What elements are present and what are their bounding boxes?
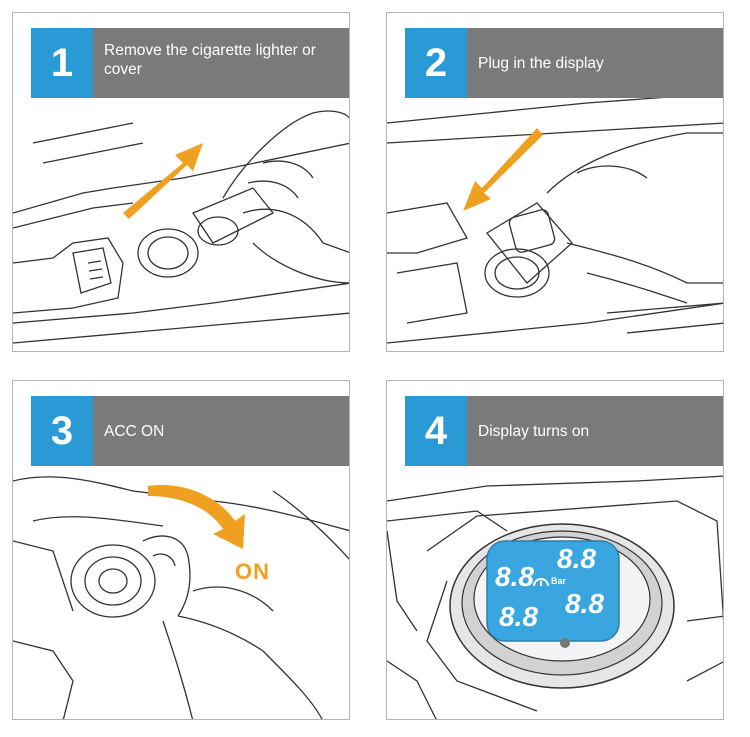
display-readout: 8.8 8.8 8.8 8.8 Bar (495, 543, 604, 632)
display-screen (486, 540, 620, 642)
step-4-panel: 8.8 8.8 8.8 8.8 Bar 4 Display turns on (386, 380, 724, 720)
remove-lighter-illustration (13, 110, 349, 344)
acc-on-illustration (13, 420, 349, 719)
step-title: Display turns on (478, 422, 590, 440)
curved-arrow-icon (148, 485, 245, 549)
step-title: Remove the cigarette lighter or cover (104, 42, 316, 78)
display-digits-top-right: 8.8 (557, 543, 596, 574)
display-digits-top-left: 8.8 (495, 561, 534, 592)
step-title: ACC ON (104, 422, 165, 440)
step-number: 1 (31, 28, 93, 98)
down-arrow-icon (463, 128, 543, 211)
step-4-header: 4 Display turns on (405, 396, 723, 466)
up-arrow-icon (123, 143, 203, 219)
step-number: 3 (31, 396, 93, 466)
tire-pressure-icon (533, 578, 549, 587)
display-digits-bottom-right: 8.8 (565, 588, 604, 619)
step-1-panel: 1 Remove the cigarette lighter or cover (12, 12, 350, 352)
step-number: 4 (405, 396, 467, 466)
step-3-header: 3 ACC ON (31, 396, 349, 466)
display-unit: Bar (551, 576, 567, 586)
step-number: 2 (405, 28, 467, 98)
step-2-panel: 2 Plug in the display (386, 12, 724, 352)
step-title: Plug in the display (478, 54, 604, 72)
display-on-illustration (387, 475, 723, 719)
on-label: ON (235, 559, 270, 584)
step-1-header: 1 Remove the cigarette lighter or cover (31, 28, 349, 98)
step-3-panel: ON 3 ACC ON (12, 380, 350, 720)
display-digits-bottom-left: 8.8 (499, 601, 538, 632)
step-2-header: 2 Plug in the display (405, 28, 723, 98)
plug-in-display-illustration (387, 92, 723, 344)
